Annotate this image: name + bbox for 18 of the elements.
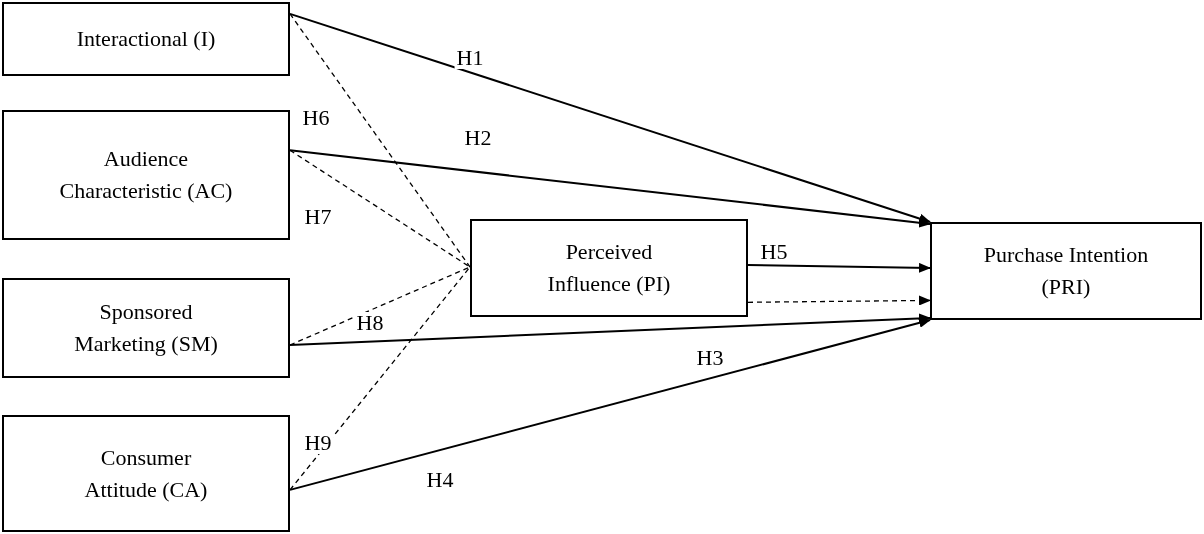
dashed-arrow [747, 295, 931, 306]
concept-box [470, 219, 748, 317]
concept-box [2, 2, 290, 76]
arrow [289, 149, 931, 228]
node-label: Purchase Intention (PRI) [982, 241, 1150, 301]
node-label: Perceived Influence (PI) [546, 238, 672, 298]
concept-box [2, 278, 290, 378]
concept-box [930, 222, 1202, 320]
concept-box [2, 415, 290, 532]
arrow [289, 318, 931, 491]
node-label: Interactional (I) [76, 25, 216, 54]
node-label: Consumer Attitude (CA) [83, 443, 209, 504]
arrow [289, 12, 931, 224]
node-label: Audience Characteristic (AC) [58, 145, 234, 205]
concept-box [2, 110, 290, 240]
arrow [747, 262, 931, 273]
node-label: Sponsored Marketing (SM) [73, 298, 219, 358]
arrow [289, 313, 931, 346]
